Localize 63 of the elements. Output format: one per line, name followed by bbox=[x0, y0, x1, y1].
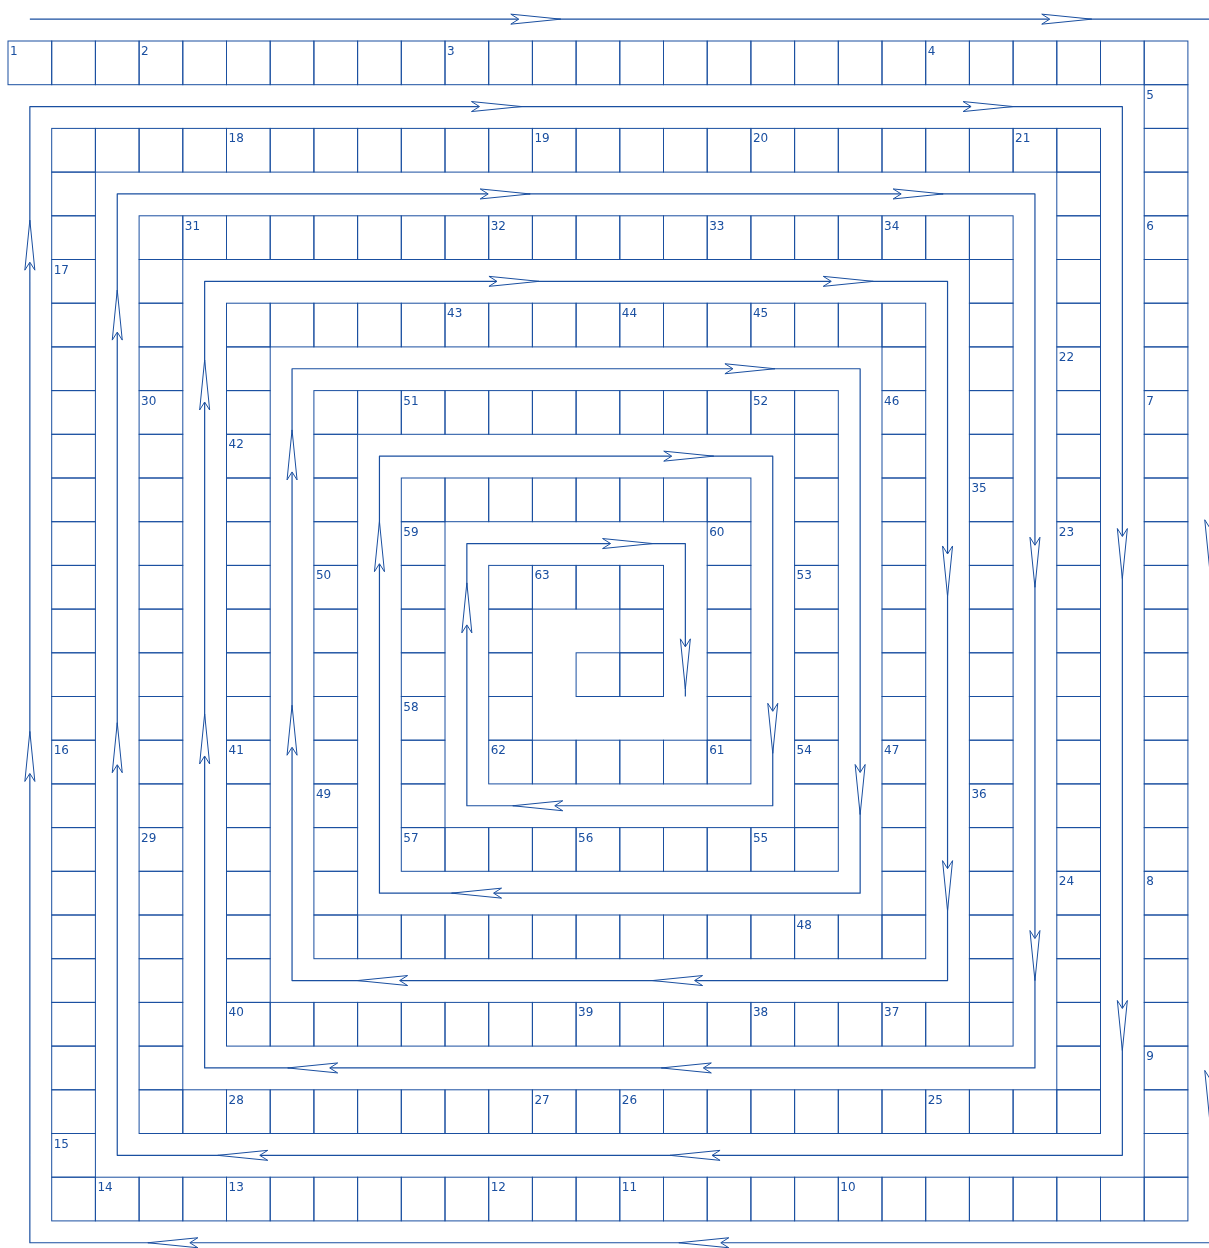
cell-number: 47 bbox=[884, 743, 900, 758]
cell-number: 51 bbox=[403, 393, 419, 408]
cell-number: 5 bbox=[1146, 87, 1154, 102]
cell-number: 22 bbox=[1058, 349, 1075, 364]
cell-number: 61 bbox=[709, 743, 725, 758]
cell-number: 12 bbox=[490, 1180, 506, 1195]
cell-number: 29 bbox=[141, 830, 157, 845]
cell-number: 26 bbox=[621, 1092, 638, 1107]
cell-number: 35 bbox=[971, 481, 987, 495]
cell-number: 60 bbox=[709, 524, 725, 539]
cell-number: 38 bbox=[752, 1005, 769, 1020]
cell-number: 30 bbox=[141, 393, 157, 408]
cell-number: 10 bbox=[840, 1180, 856, 1195]
cell-number: 31 bbox=[184, 218, 201, 233]
cell-number: 28 bbox=[228, 1092, 244, 1107]
cell-number: 11 bbox=[621, 1180, 638, 1195]
cell-number: 39 bbox=[578, 1005, 594, 1020]
cell-number: 3 bbox=[447, 44, 455, 58]
cell-number: 63 bbox=[534, 568, 550, 583]
cell-number: 49 bbox=[315, 786, 332, 801]
cell-number: 40 bbox=[228, 1005, 244, 1020]
cell-number: 2 bbox=[141, 44, 149, 58]
cell-number: 23 bbox=[1058, 524, 1075, 539]
cell-number: 41 bbox=[228, 743, 244, 758]
cell-number: 59 bbox=[403, 524, 419, 539]
cell-number: 18 bbox=[228, 131, 244, 146]
cell-number: 32 bbox=[490, 218, 506, 233]
cell-number: 20 bbox=[752, 131, 769, 146]
cell-number: 7 bbox=[1146, 393, 1154, 408]
cell-number: 50 bbox=[315, 568, 332, 583]
cell-number: 43 bbox=[447, 306, 463, 321]
cell-number: 27 bbox=[534, 1092, 550, 1107]
cell-number: 57 bbox=[403, 830, 419, 845]
cell-number: 34 bbox=[884, 218, 900, 233]
cell-number: 9 bbox=[1146, 1049, 1154, 1064]
cell-number: 16 bbox=[53, 743, 69, 758]
cell-number: 58 bbox=[403, 699, 419, 714]
cell-number: 36 bbox=[971, 786, 987, 801]
cell-number: 55 bbox=[752, 830, 769, 845]
cell-number: 17 bbox=[53, 262, 69, 277]
cell-number: 15 bbox=[53, 1136, 69, 1151]
cell-number: 48 bbox=[796, 918, 812, 932]
cell-number: 44 bbox=[621, 306, 638, 321]
cell-number: 33 bbox=[709, 218, 725, 233]
cell-number: 25 bbox=[927, 1092, 943, 1107]
cell-number: 45 bbox=[752, 306, 769, 321]
cell-number: 24 bbox=[1058, 874, 1075, 889]
cell-number: 62 bbox=[490, 743, 506, 758]
cell-number: 14 bbox=[97, 1180, 113, 1195]
cell-number: 4 bbox=[927, 44, 936, 58]
cell-number: 6 bbox=[1146, 218, 1154, 233]
cell-number: 42 bbox=[228, 437, 244, 452]
cell-number: 1 bbox=[10, 44, 18, 58]
cell-number: 52 bbox=[752, 393, 769, 408]
cell-number: 54 bbox=[796, 743, 812, 758]
cell-number: 8 bbox=[1146, 874, 1154, 889]
cell-number: 46 bbox=[884, 393, 900, 408]
cell-number: 37 bbox=[884, 1005, 900, 1020]
cell-number: 53 bbox=[796, 568, 812, 583]
cell-number: 13 bbox=[228, 1180, 244, 1195]
cell-number: 56 bbox=[578, 830, 594, 845]
cell-number: 21 bbox=[1015, 131, 1031, 146]
cell-number: 19 bbox=[534, 131, 550, 146]
